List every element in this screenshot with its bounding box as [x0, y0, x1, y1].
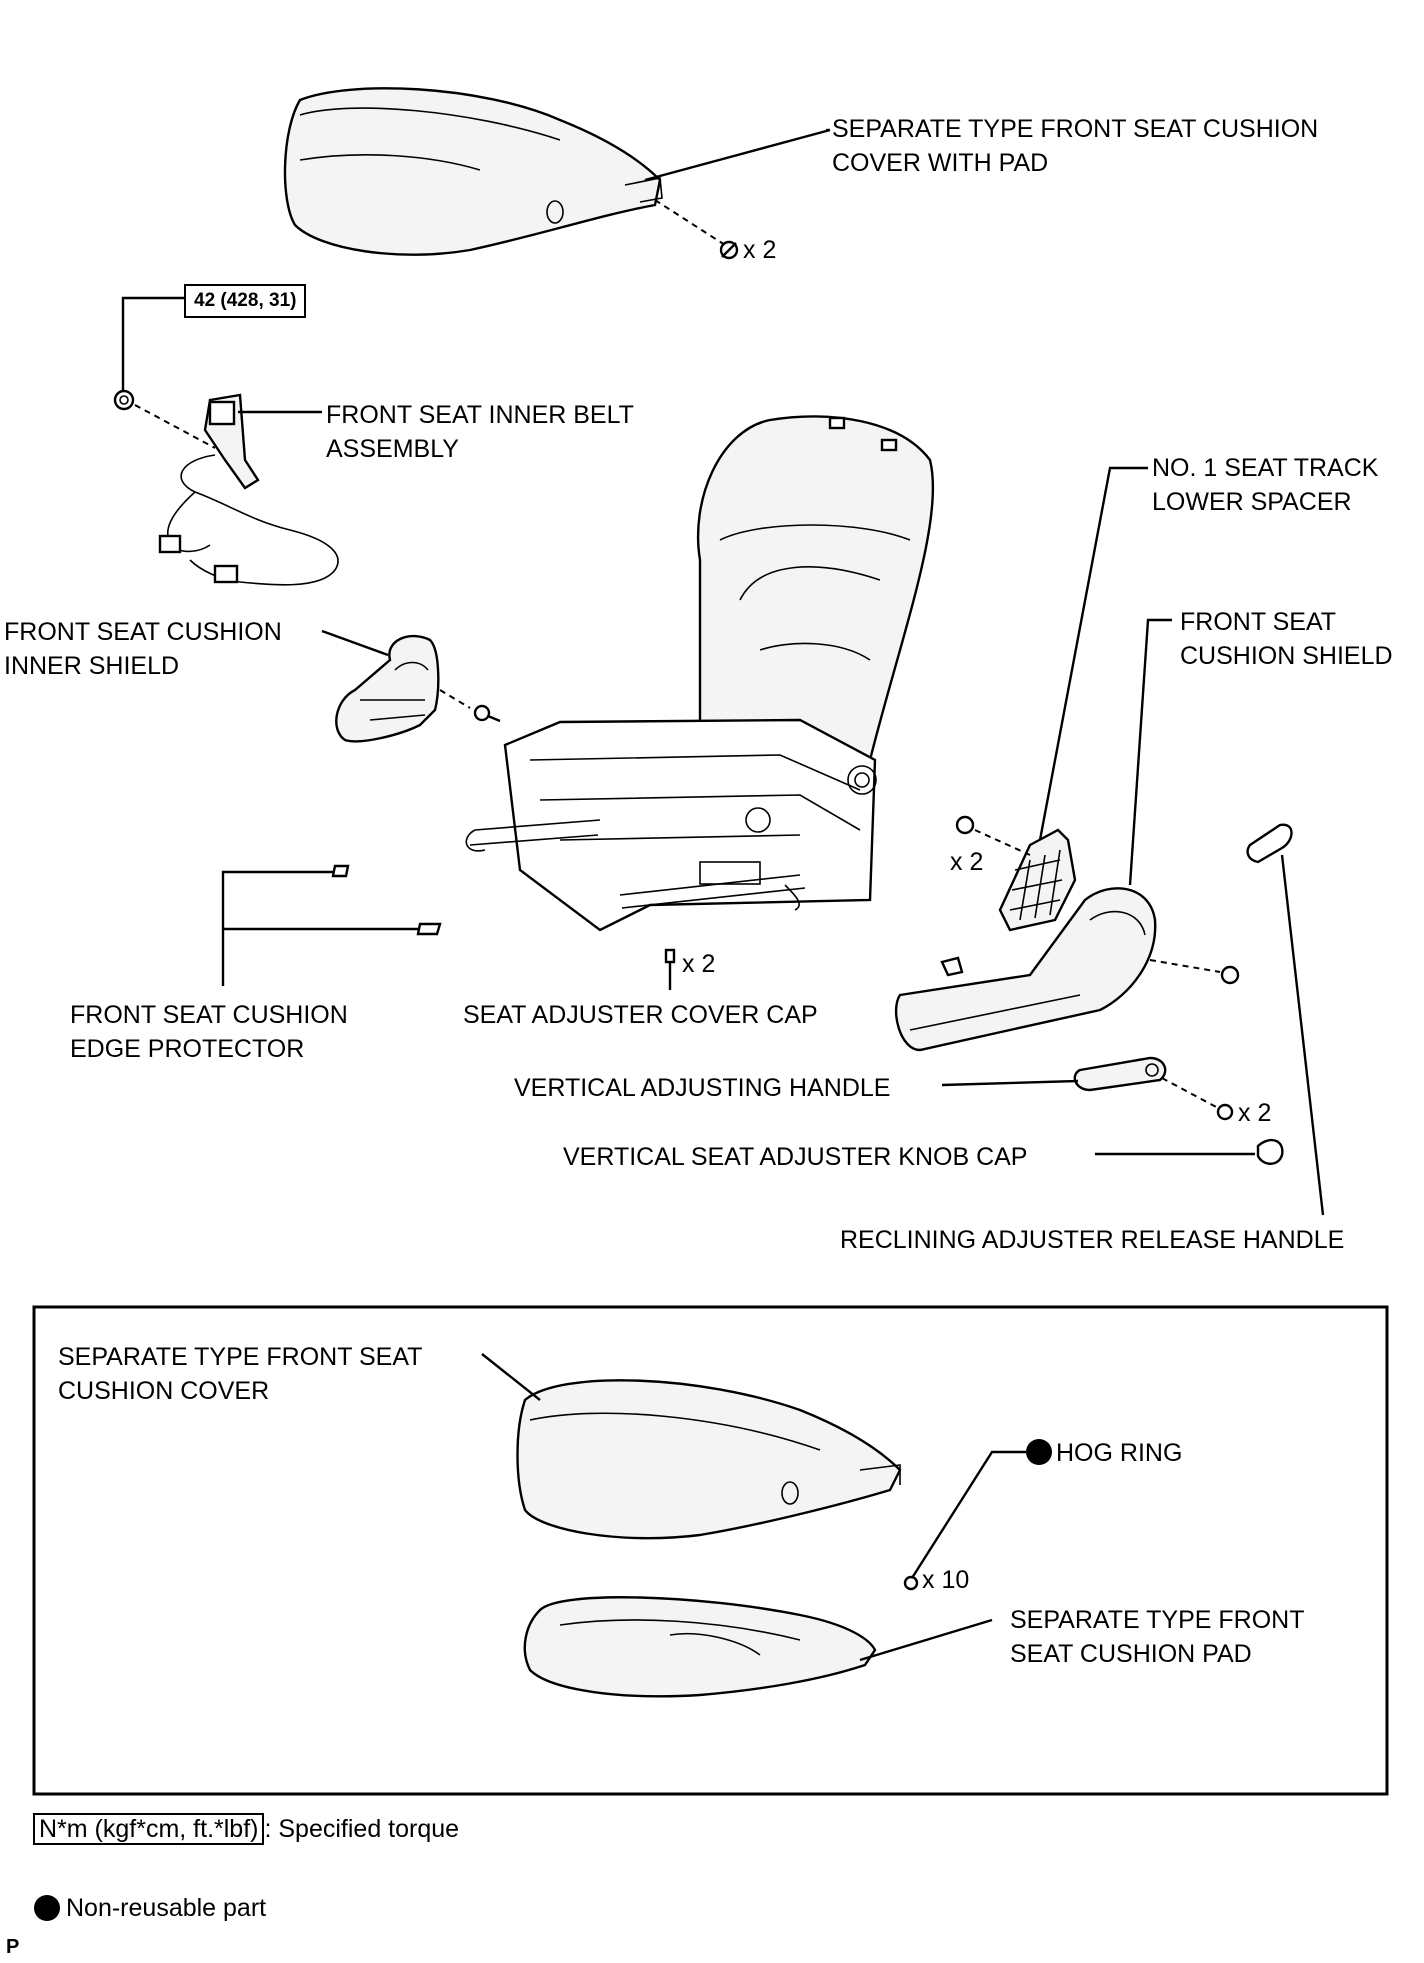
cushion-shield	[894, 887, 1157, 1052]
leader-release-handle	[1280, 854, 1325, 1216]
leader-track-spacer	[1038, 466, 1148, 841]
leader-inner-shield	[321, 629, 389, 657]
leader-inset-cover	[481, 1353, 541, 1401]
legend-torque: N*m (kgf*cm, ft.*lbf): Specified torque	[33, 1813, 460, 1845]
qty-spacer-bolts: x 2	[950, 848, 984, 876]
bolt-icon	[955, 815, 975, 835]
label-edge-protector: FRONT SEAT CUSHION EDGE PROTECTOR	[70, 1001, 348, 1063]
label-cushion-shield: FRONT SEAT CUSHION SHIELD	[1180, 608, 1393, 670]
knob-cap-part	[1256, 1138, 1284, 1165]
legend-torque-text: : Specified torque	[264, 1815, 460, 1843]
inner-belt-assembly	[158, 393, 339, 586]
label-adjuster-cover-cap: SEAT ADJUSTER COVER CAP	[463, 1001, 818, 1029]
screw-icon-2	[1220, 965, 1240, 985]
inset-frame	[32, 1305, 1389, 1796]
leader-hog-ring	[910, 1450, 1030, 1579]
label-hog-ring: HOG RING	[1056, 1439, 1183, 1467]
front-seat-assembly	[465, 415, 935, 932]
qty-handle-screws: x 2	[1238, 1099, 1272, 1127]
non-reusable-dot	[1026, 1439, 1052, 1465]
torque-value-box: 42 (428, 31)	[184, 284, 307, 318]
label-vertical-handle: VERTICAL ADJUSTING HANDLE	[514, 1074, 891, 1102]
qty-cover-cap: x 2	[682, 950, 716, 978]
inset-cushion-cover	[516, 1379, 902, 1540]
label-knob-cap: VERTICAL SEAT ADJUSTER KNOB CAP	[563, 1143, 1028, 1171]
qty-hog-rings: x 10	[922, 1566, 970, 1594]
screw-icon	[473, 704, 501, 723]
clip-part	[940, 956, 964, 977]
vertical-adjusting-handle	[1073, 1056, 1167, 1092]
release-handle-part	[1246, 823, 1293, 864]
leader-torque	[121, 296, 184, 390]
footer-code: P	[6, 1936, 20, 1958]
screw-icon-3	[1216, 1103, 1234, 1121]
leader-inset-pad	[859, 1618, 993, 1662]
label-inset-cover: SEPARATE TYPE FRONT SEAT CUSHION COVER	[58, 1343, 423, 1405]
legend-non-reusable: Non-reusable part	[34, 1894, 266, 1923]
track-lower-spacer	[998, 828, 1077, 932]
edge-protector-part	[331, 864, 350, 878]
nut-icon	[113, 389, 135, 411]
qty-cover-clips: x 2	[743, 236, 777, 264]
label-release-handle: RECLINING ADJUSTER RELEASE HANDLE	[840, 1226, 1345, 1254]
legend-torque-unit: N*m (kgf*cm, ft.*lbf)	[33, 1813, 265, 1845]
clip-icon	[719, 240, 739, 260]
leader-cushion-cover	[644, 128, 831, 182]
label-inner-shield: FRONT SEAT CUSHION INNER SHIELD	[4, 618, 282, 680]
label-inner-belt: FRONT SEAT INNER BELT ASSEMBLY	[326, 401, 634, 463]
inset-cushion-pad	[523, 1596, 877, 1698]
cushion-cover-with-pad	[283, 87, 663, 256]
label-track-spacer: NO. 1 SEAT TRACK LOWER SPACER	[1152, 454, 1379, 516]
cover-cap-icon	[664, 948, 676, 975]
non-reusable-dot-icon	[34, 1895, 60, 1921]
leader-vertical-handle	[941, 1079, 1079, 1087]
leader-cushion-shield	[1128, 618, 1172, 886]
label-inset-pad: SEPARATE TYPE FRONT SEAT CUSHION PAD	[1010, 1606, 1305, 1668]
leader-edge-protector	[221, 870, 335, 986]
cushion-inner-shield	[335, 634, 440, 743]
label-cushion-cover-with-pad: SEPARATE TYPE FRONT SEAT CUSHION COVER W…	[832, 115, 1319, 177]
hog-ring-icon	[903, 1575, 919, 1591]
legend-non-reusable-text: Non-reusable part	[66, 1894, 267, 1922]
